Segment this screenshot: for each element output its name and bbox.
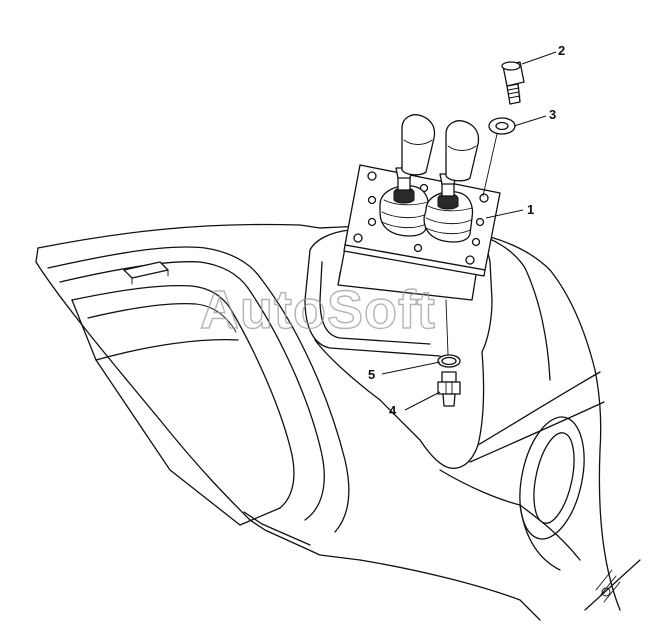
alignment-line-lower [445, 299, 449, 355]
hose-fitting [437, 371, 461, 407]
watermark-text: AutoSoft [200, 280, 436, 340]
joystick-control-unit [337, 114, 501, 301]
callout-1: 1 [527, 202, 534, 217]
callout-5: 5 [368, 367, 375, 382]
washer [488, 117, 516, 135]
callout-4: 4 [389, 403, 397, 418]
alignment-line [482, 133, 498, 197]
cap-screw [501, 61, 525, 105]
callout-3: 3 [549, 107, 556, 122]
callout-leaders [381, 51, 557, 411]
callout-2: 2 [558, 43, 565, 58]
o-ring [437, 354, 461, 368]
